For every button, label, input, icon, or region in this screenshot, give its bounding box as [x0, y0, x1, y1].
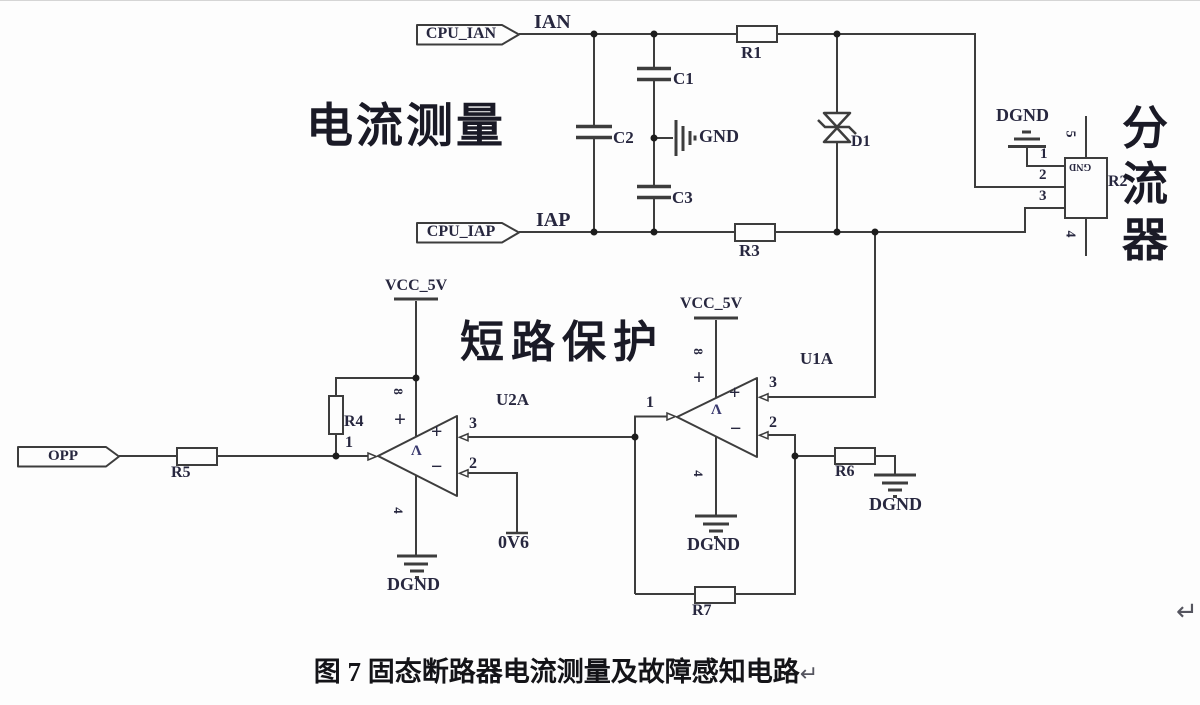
pin-number-u1a-1: 1	[646, 394, 654, 411]
resistor-r7	[635, 456, 796, 604]
ground-dgnd-r2-symbol	[1008, 130, 1046, 148]
pin-number-u1a-8: 8	[690, 348, 706, 355]
ref-label-u2a: U2A	[496, 390, 530, 409]
ref-label-d1: D1	[851, 133, 871, 150]
vcc-rail-u2a	[394, 297, 438, 436]
ground-dgnd-r6-symbol	[874, 473, 916, 498]
supply-plus-mark-u2a: +	[394, 407, 406, 431]
capacitor-c2	[576, 34, 612, 232]
pin-arrow	[757, 392, 769, 402]
pin-arrow	[367, 451, 379, 462]
opamp-u2a-plus-input-mark: +	[431, 421, 443, 443]
pin-number-u1a-3: 3	[769, 374, 777, 391]
net-label-dgnd-r2: DGND	[996, 105, 1049, 125]
ref-label-r1: R1	[741, 43, 762, 62]
net-label-gnd: GND	[699, 126, 739, 146]
pin-arrow	[666, 411, 678, 422]
title-short-circuit-protection: 短路保护	[460, 318, 664, 367]
ref-label-r7: R7	[692, 602, 712, 619]
resistor-r6	[795, 447, 896, 474]
pin-number-u2a-2: 2	[469, 455, 477, 472]
ref-label-c3: C3	[672, 188, 693, 207]
resistor-r3	[734, 223, 776, 242]
pin-number-u1a-2: 2	[769, 414, 777, 431]
net-tag-cpu-iap	[416, 222, 520, 244]
ref-label-c2: C2	[613, 128, 634, 147]
pin-number-u2a-8: 8	[390, 388, 406, 395]
pin-number-r2-3: 3	[1039, 188, 1047, 204]
ref-label-r5: R5	[171, 464, 191, 481]
capacitor-c3	[637, 184, 671, 232]
opamp-u2a-pins	[367, 432, 635, 555]
net-tag-opp	[17, 446, 120, 468]
net-label-vcc-u2a: VCC_5V	[385, 277, 448, 294]
junction-dots	[332, 30, 879, 460]
pin-number-u2a-3: 3	[469, 415, 477, 432]
pin-arrow	[457, 432, 469, 442]
net-label-cpu-iap: CPU_IAP	[426, 223, 496, 240]
ref-label-u1a: U1A	[800, 349, 834, 368]
pin-number-r2-4: 4	[1062, 230, 1078, 238]
caption-return-mark: ↵	[799, 662, 819, 687]
net-label-cpu-ian: CPU_IAN	[425, 25, 497, 42]
net-label-dgnd-u1a: DGND	[687, 534, 740, 554]
connector-r2	[1026, 116, 1108, 256]
wire-ian	[519, 33, 1065, 188]
opamp-u1a-minus-input-mark: −	[730, 418, 742, 440]
net-label-iap: IAP	[536, 209, 571, 231]
page-return-mark: ↵	[1176, 597, 1198, 627]
pin-number-u2a-4: 4	[390, 507, 406, 514]
caption-text: 图 7 固态断路器电流测量及故障感知电路	[313, 657, 800, 687]
pin-number-r2-5: 5	[1062, 130, 1078, 138]
pin-name-r2-gnd: GND	[1069, 161, 1092, 172]
net-label-opp: OPP	[48, 448, 78, 464]
pin-number-r2-2: 2	[1039, 167, 1047, 183]
opamp-u2a-triangle	[377, 415, 458, 497]
title-shunt: 分 流 器	[1122, 103, 1168, 266]
vcc-rail-u1a	[694, 316, 738, 398]
supply-plus-mark-u1a: +	[693, 365, 705, 389]
net-label-dgnd-u2a: DGND	[387, 574, 440, 594]
resistor-r4	[328, 377, 416, 456]
pin-number-r2-1: 1	[1040, 146, 1048, 162]
ref-label-r6: R6	[835, 463, 855, 480]
opamp-u1a-pins	[634, 232, 876, 594]
figure-caption: 图 7 固态断路器电流测量及故障感知电路↵	[0, 659, 1132, 686]
ref-label-r2: R2	[1108, 173, 1128, 190]
pin-number-u1a-4: 4	[690, 470, 706, 477]
capacitor-c1	[637, 34, 671, 185]
opamp-u2a-minus-input-mark: −	[431, 456, 443, 478]
wire-iap	[519, 207, 1065, 233]
title-current-measurement: 电流测量	[306, 101, 506, 153]
tvs-diode-d1	[817, 34, 857, 232]
net-label-ian: IAN	[534, 11, 571, 33]
net-label-vcc-u1a: VCC_5V	[680, 295, 743, 312]
ground-dgnd-u2a-symbol	[397, 554, 437, 579]
net-label-dgnd-r6: DGND	[869, 494, 922, 514]
ref-label-r4: R4	[344, 413, 364, 430]
pin-arrow	[457, 468, 469, 478]
net-tag-cpu-ian	[416, 24, 520, 46]
opamp-u1a-plus-input-mark: +	[729, 382, 741, 404]
ground-dgnd-u1a-symbol	[695, 514, 737, 539]
resistor-r1	[736, 25, 778, 43]
ref-label-c1: C1	[673, 69, 694, 88]
opamp-u2a-amp-mark: Λ	[411, 443, 422, 459]
ground-gnd-symbol	[654, 120, 697, 156]
pin-arrow	[757, 430, 769, 440]
net-label-0v6: 0V6	[498, 532, 529, 552]
pin-number-u2a-1: 1	[345, 434, 353, 451]
opamp-u1a-amp-mark: Λ	[711, 402, 722, 418]
ref-label-r3: R3	[739, 241, 760, 260]
resistor-r5	[176, 447, 218, 466]
